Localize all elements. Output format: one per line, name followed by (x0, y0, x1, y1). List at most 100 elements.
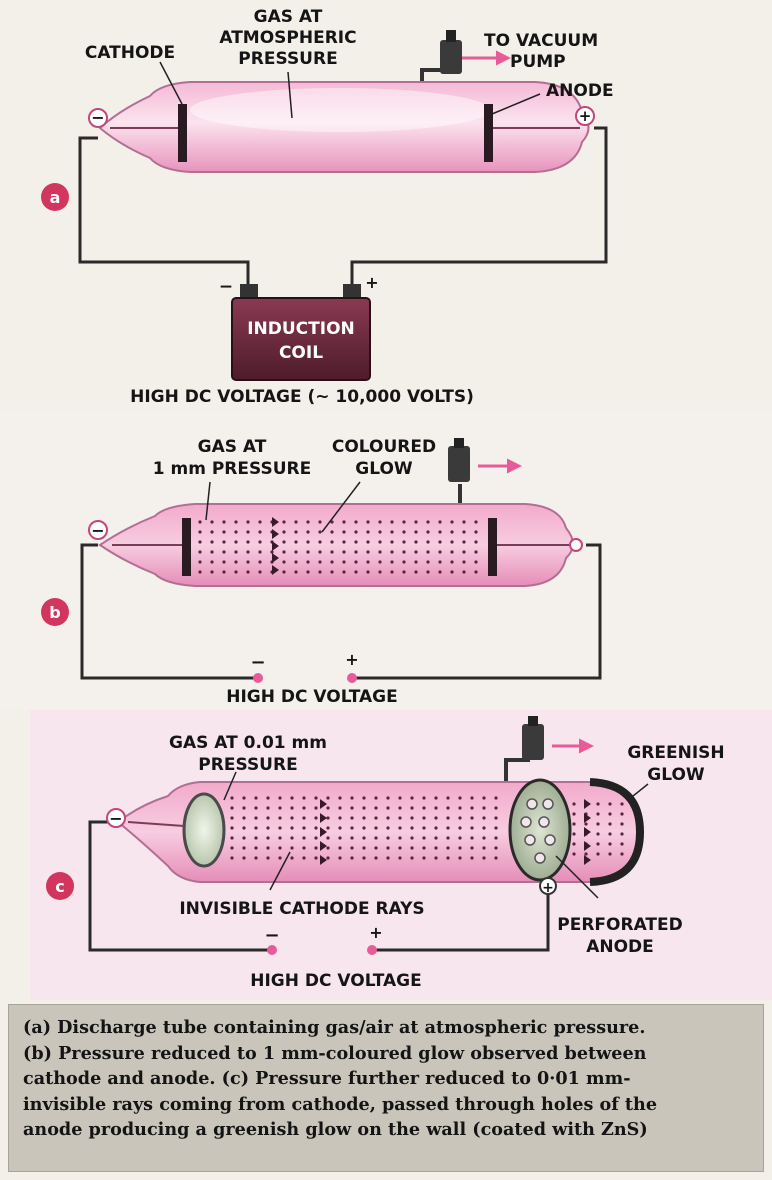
caption-line-3: cathode and anode. (c) Pressure further … (23, 1068, 631, 1089)
glow-dot (482, 856, 486, 860)
glow-dot (210, 570, 214, 574)
glow-dot (318, 550, 322, 554)
ray-arrow (272, 553, 279, 563)
glow-dot (410, 846, 414, 850)
glow-dot (494, 836, 498, 840)
panel-a-coil-pos: + (365, 273, 378, 292)
panel-b-glow-label-1: COLOURED (332, 437, 436, 457)
glow-dot (450, 550, 454, 554)
glow-dot (386, 806, 390, 810)
glow-dot (434, 796, 438, 800)
caption-line-1: (a) Discharge tube containing gas/air at… (23, 1017, 646, 1038)
glow-dot (446, 806, 450, 810)
glow-dot (338, 836, 342, 840)
glow-dot (374, 836, 378, 840)
glow-dot (410, 816, 414, 820)
glow-dot (266, 836, 270, 840)
glow-dot (350, 846, 354, 850)
glow-dot (314, 806, 318, 810)
panel-b-badge-letter: b (49, 603, 60, 622)
glow-dot (584, 822, 588, 826)
ray-arrow (320, 799, 327, 809)
glow-dot (342, 530, 346, 534)
glow-dot (350, 856, 354, 860)
glow-dot (342, 520, 346, 524)
glow-dot (596, 832, 600, 836)
panel-b-glow-dots (198, 520, 478, 574)
glow-dot (446, 796, 450, 800)
glow-dot (222, 550, 226, 554)
panel-b-gas-label-2: 1 mm PRESSURE (153, 459, 312, 479)
glow-dot (620, 852, 624, 856)
glow-dot (330, 570, 334, 574)
panel-a-valve (440, 40, 462, 74)
glow-dot (374, 806, 378, 810)
coil-label-1: INDUCTION (247, 319, 355, 339)
glow-dot (306, 570, 310, 574)
coil-label-2: COIL (279, 343, 323, 363)
glow-dot (198, 550, 202, 554)
glow-dot (470, 846, 474, 850)
glow-dot (402, 540, 406, 544)
panel-b: − + − GAS AT 1 mm PRESSURE COLOURED GLOW… (41, 437, 602, 707)
glow-dot (386, 836, 390, 840)
glow-dot (338, 806, 342, 810)
glow-dot (290, 796, 294, 800)
glow-dot (350, 836, 354, 840)
glow-dot (422, 856, 426, 860)
glow-dot (306, 520, 310, 524)
panel-c-gas-label-2: PRESSURE (198, 755, 297, 775)
panel-b-badge (41, 598, 69, 626)
glow-dot (342, 570, 346, 574)
glow-dot (290, 856, 294, 860)
glow-dot (414, 570, 418, 574)
glow-dot (330, 530, 334, 534)
glow-dot (326, 856, 330, 860)
glow-dot (402, 570, 406, 574)
glow-dot (318, 570, 322, 574)
glow-dot (374, 846, 378, 850)
glow-dot (294, 540, 298, 544)
glow-dot (354, 530, 358, 534)
glow-dot (414, 560, 418, 564)
ray-arrow (272, 565, 279, 575)
panel-c: − + − + GAS AT 0.01 mm (46, 716, 725, 991)
glow-dot (494, 826, 498, 830)
glow-dot (326, 796, 330, 800)
panel-c-pos-sign: + (369, 923, 382, 942)
glow-dot (294, 520, 298, 524)
glow-dot (474, 520, 478, 524)
glow-dot (234, 570, 238, 574)
glow-dot (458, 846, 462, 850)
panel-a-neg-terminal (88, 108, 108, 128)
glow-dot (474, 560, 478, 564)
glow-dot (230, 826, 234, 830)
glow-dot (362, 846, 366, 850)
glow-dot (314, 826, 318, 830)
glow-dot (414, 520, 418, 524)
panel-a-coil-neg: − (219, 277, 233, 297)
panel-b-tube-neg: − (91, 521, 104, 540)
caption-line-2: (b) Pressure reduced to 1 mm-coloured gl… (23, 1042, 647, 1064)
glow-dot (410, 796, 414, 800)
panel-a-badge-letter: a (50, 188, 61, 207)
panel-c-gas-label-1: GAS AT 0.01 mm (169, 733, 327, 753)
panel-c-glow-label-2: GLOW (647, 765, 705, 785)
panel-c-ray-arrows (320, 799, 591, 865)
glow-dot (198, 560, 202, 564)
glow-dot (254, 816, 258, 820)
glow-dot (258, 550, 262, 554)
glow-dot (330, 520, 334, 524)
glow-dot (572, 822, 576, 826)
glow-dot (302, 816, 306, 820)
glow-dot (210, 540, 214, 544)
glow-dot (306, 550, 310, 554)
figure-caption: (a) Discharge tube containing gas/air at… (8, 1004, 764, 1172)
glow-dot (318, 520, 322, 524)
glow-dot (290, 806, 294, 810)
glow-dot (422, 816, 426, 820)
glow-dot (294, 570, 298, 574)
glow-dot (494, 816, 498, 820)
glow-dot (458, 836, 462, 840)
glow-dot (426, 520, 430, 524)
